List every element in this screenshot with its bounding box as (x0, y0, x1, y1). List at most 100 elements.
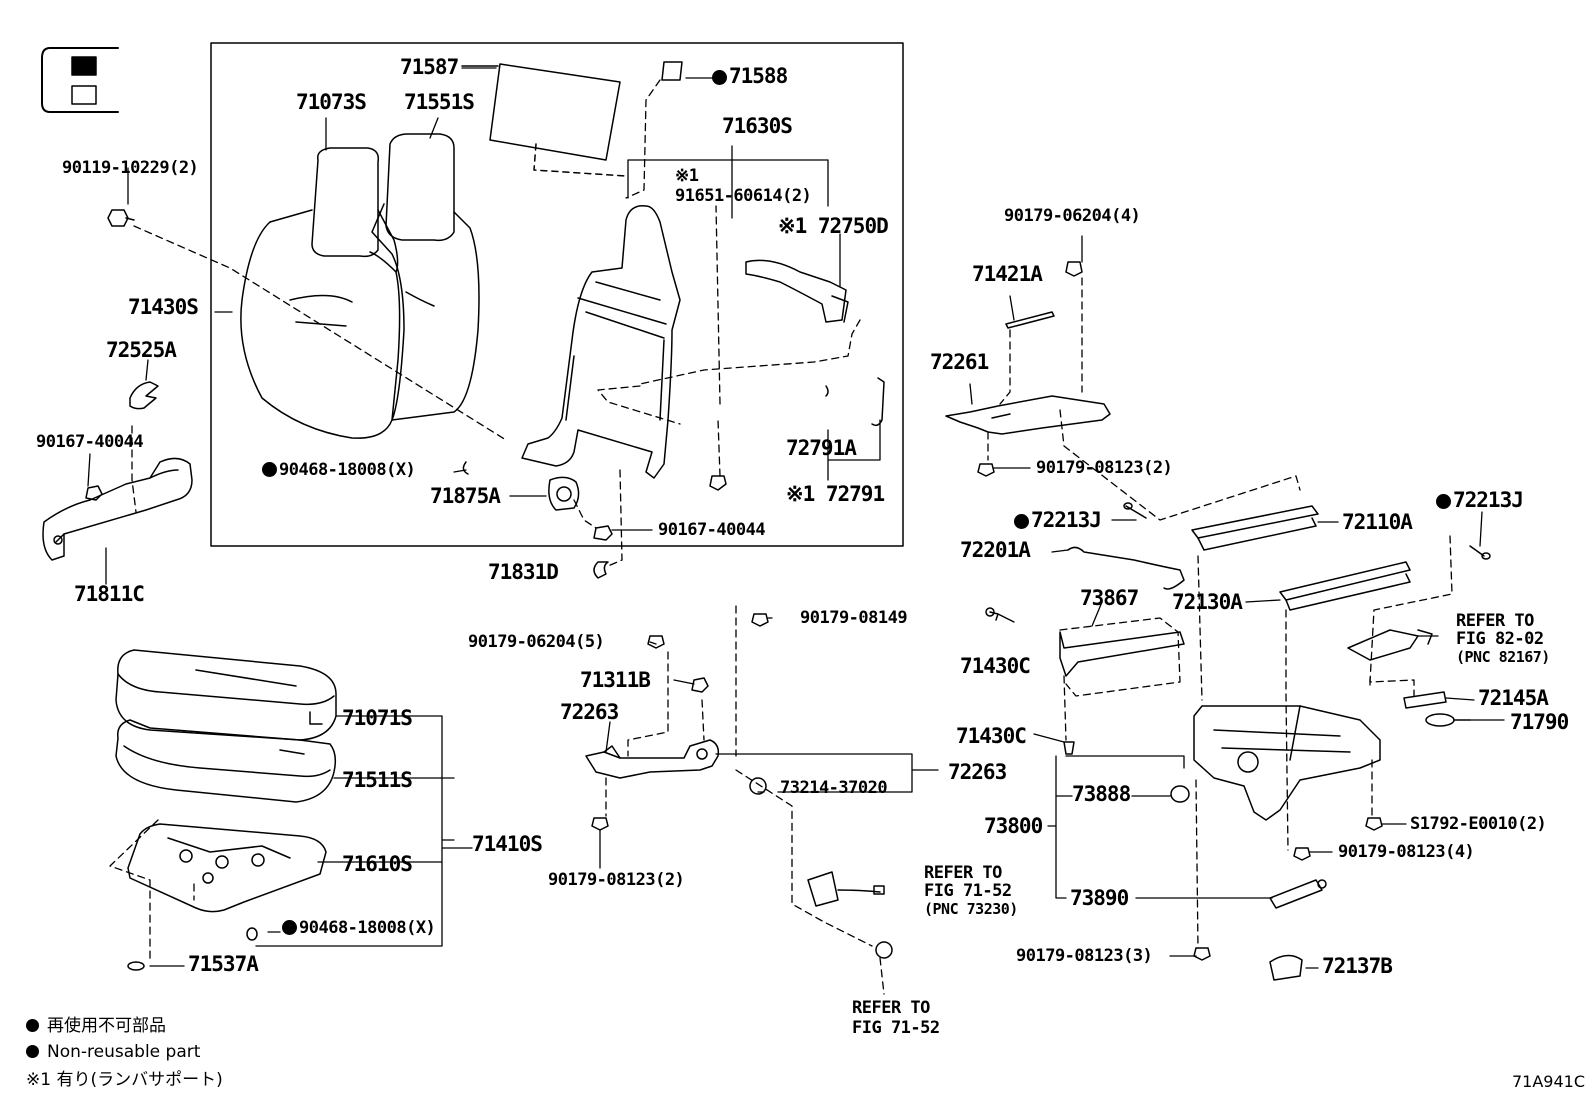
legend-en: Non-reusable part (26, 1044, 200, 1061)
bolt-90167-b (593, 525, 613, 541)
label-72525a: 72525A (106, 338, 177, 362)
label-90468-lower: 90468-18008(X) (282, 920, 436, 937)
rail-72130a (1279, 561, 1411, 611)
label-71430c-upper: 71430C (960, 654, 1031, 678)
nut-90179-08149 (751, 613, 769, 627)
label-71430s: 71430S (128, 295, 199, 319)
seatback-frame-71630s (521, 205, 681, 479)
label-73890: 73890 (1070, 886, 1129, 910)
cushion-pad-71511s (115, 719, 337, 803)
label-72263-left: 72263 (560, 700, 619, 724)
label-90179-08149: 90179-08149 (800, 608, 908, 628)
cap-72137b (1269, 954, 1303, 981)
non-reusable-dot-icon (26, 1045, 39, 1058)
cap-71588 (661, 61, 683, 81)
seatback-pad-71551s (371, 133, 480, 421)
cushion-cover-71071s (115, 649, 337, 741)
clip-90468-a (462, 461, 469, 475)
label-71610s: 71610S (342, 852, 413, 876)
pin-72213j-a (1123, 502, 1147, 519)
label-90119: 90119-10229(2) (62, 158, 199, 178)
figure-id: 71A941C (1512, 1072, 1586, 1091)
side-cover-71811c (42, 457, 193, 561)
label-91651-note: ※1 (675, 166, 699, 186)
label-90179-08123-2-right: 90179-08123(2) (1036, 458, 1173, 478)
clip-71831d (593, 561, 609, 579)
nut-s1792 (1365, 817, 1383, 831)
knob-72525a (129, 381, 159, 410)
rod-72201a (1067, 546, 1185, 590)
nut-90179-08123-2b (591, 817, 609, 831)
label-90179-06204-4: 90179-06204(4) (1004, 206, 1141, 226)
label-72791a: 72791A (786, 436, 857, 460)
label-72791: ※1 72791 (786, 482, 885, 506)
refer-line: FIG 71-52 (924, 881, 1012, 901)
label-72201a: 72201A (960, 538, 1031, 562)
rail-bracket-72263 (585, 739, 720, 779)
label-71587: 71587 (400, 55, 459, 79)
spring-71421a (1005, 311, 1055, 329)
washer-73214 (749, 777, 767, 795)
seat-frame-72261 (945, 395, 1111, 435)
label-72261: 72261 (930, 350, 989, 374)
bolt-91651 (709, 475, 727, 491)
label-71551s: 71551S (404, 90, 475, 114)
label-72750d: ※1 72750D (778, 214, 889, 238)
nut-refer-bottom (875, 941, 893, 959)
non-reusable-dot-icon (282, 920, 297, 935)
label-72263-right: 72263 (948, 760, 1007, 784)
pin-72213j-b (1469, 545, 1491, 560)
refer-line: REFER TO (852, 998, 930, 1018)
nut-90179-08123-4 (1293, 847, 1311, 861)
label-72130a: 72130A (1172, 590, 1243, 614)
grommet-73888 (1170, 785, 1190, 803)
refer-fig-71-52-pnc[interactable]: REFER TO FIG 71-52 (PNC 73230) (924, 864, 1018, 918)
label-90179-08123-4: 90179-08123(4) (1338, 842, 1475, 862)
seatback-board-71587 (461, 63, 627, 177)
nut-90179-06204-5 (647, 635, 665, 649)
legend-jp: 再使用不可部品 (26, 1018, 166, 1035)
non-reusable-dot-icon (1014, 514, 1029, 529)
refer-line: FIG 82-02 (1456, 629, 1544, 649)
cushion-frame-71610s (127, 823, 327, 913)
label-71537a: 71537A (188, 952, 259, 976)
label-73800: 73800 (984, 814, 1043, 838)
label-71430c-lower: 71430C (956, 724, 1027, 748)
label-71511s: 71511S (342, 768, 413, 792)
label-90179-08123-2-center: 90179-08123(2) (548, 870, 685, 890)
pin-71430c-a (985, 607, 999, 621)
label-72145a: 72145A (1478, 686, 1549, 710)
refer-fig-82-02[interactable]: REFER TO FIG 82-02 (PNC 82167) (1456, 612, 1550, 666)
clip-90468-b (246, 927, 258, 941)
refer-line: REFER TO (1456, 611, 1534, 631)
label-71071s: 71071S (342, 706, 413, 730)
clip-71537a (127, 961, 145, 971)
label-90179-06204-5: 90179-06204(5) (468, 632, 605, 652)
label-72213j-right: 72213J (1436, 490, 1524, 511)
seat-location-icon (41, 47, 119, 113)
refer-line: (PNC 73230) (924, 900, 1018, 918)
seatback-group-box (210, 42, 904, 547)
label-90468-upper: 90468-18008(X) (262, 462, 416, 479)
non-reusable-dot-icon (262, 462, 277, 477)
label-71073s: 71073S (296, 90, 367, 114)
refer-line: REFER TO (924, 863, 1002, 883)
label-71630s: 71630S (722, 114, 793, 138)
non-reusable-dot-icon (1436, 494, 1451, 509)
bracket-72145a (1403, 691, 1447, 709)
leader-lines (87, 67, 1505, 969)
lumbar-support-72750d (745, 259, 849, 323)
label-71421a: 71421A (972, 262, 1043, 286)
refer-fig-71-52[interactable]: REFER TO FIG 71-52 (852, 998, 940, 1038)
sensor-71790 (1425, 713, 1471, 727)
non-reusable-dot-icon (26, 1019, 39, 1032)
label-71410s: 71410S (472, 832, 543, 856)
legend-note: ※1 有り(ランバサポート) (26, 1070, 223, 1090)
bolt-90167-a (85, 485, 103, 501)
refer-line: FIG 71-52 (852, 1018, 940, 1038)
hinge-71875a (548, 476, 580, 511)
bolt-90119 (107, 209, 135, 227)
label-73214: 73214-37020 (780, 778, 888, 798)
non-reusable-dot-icon (712, 70, 727, 85)
